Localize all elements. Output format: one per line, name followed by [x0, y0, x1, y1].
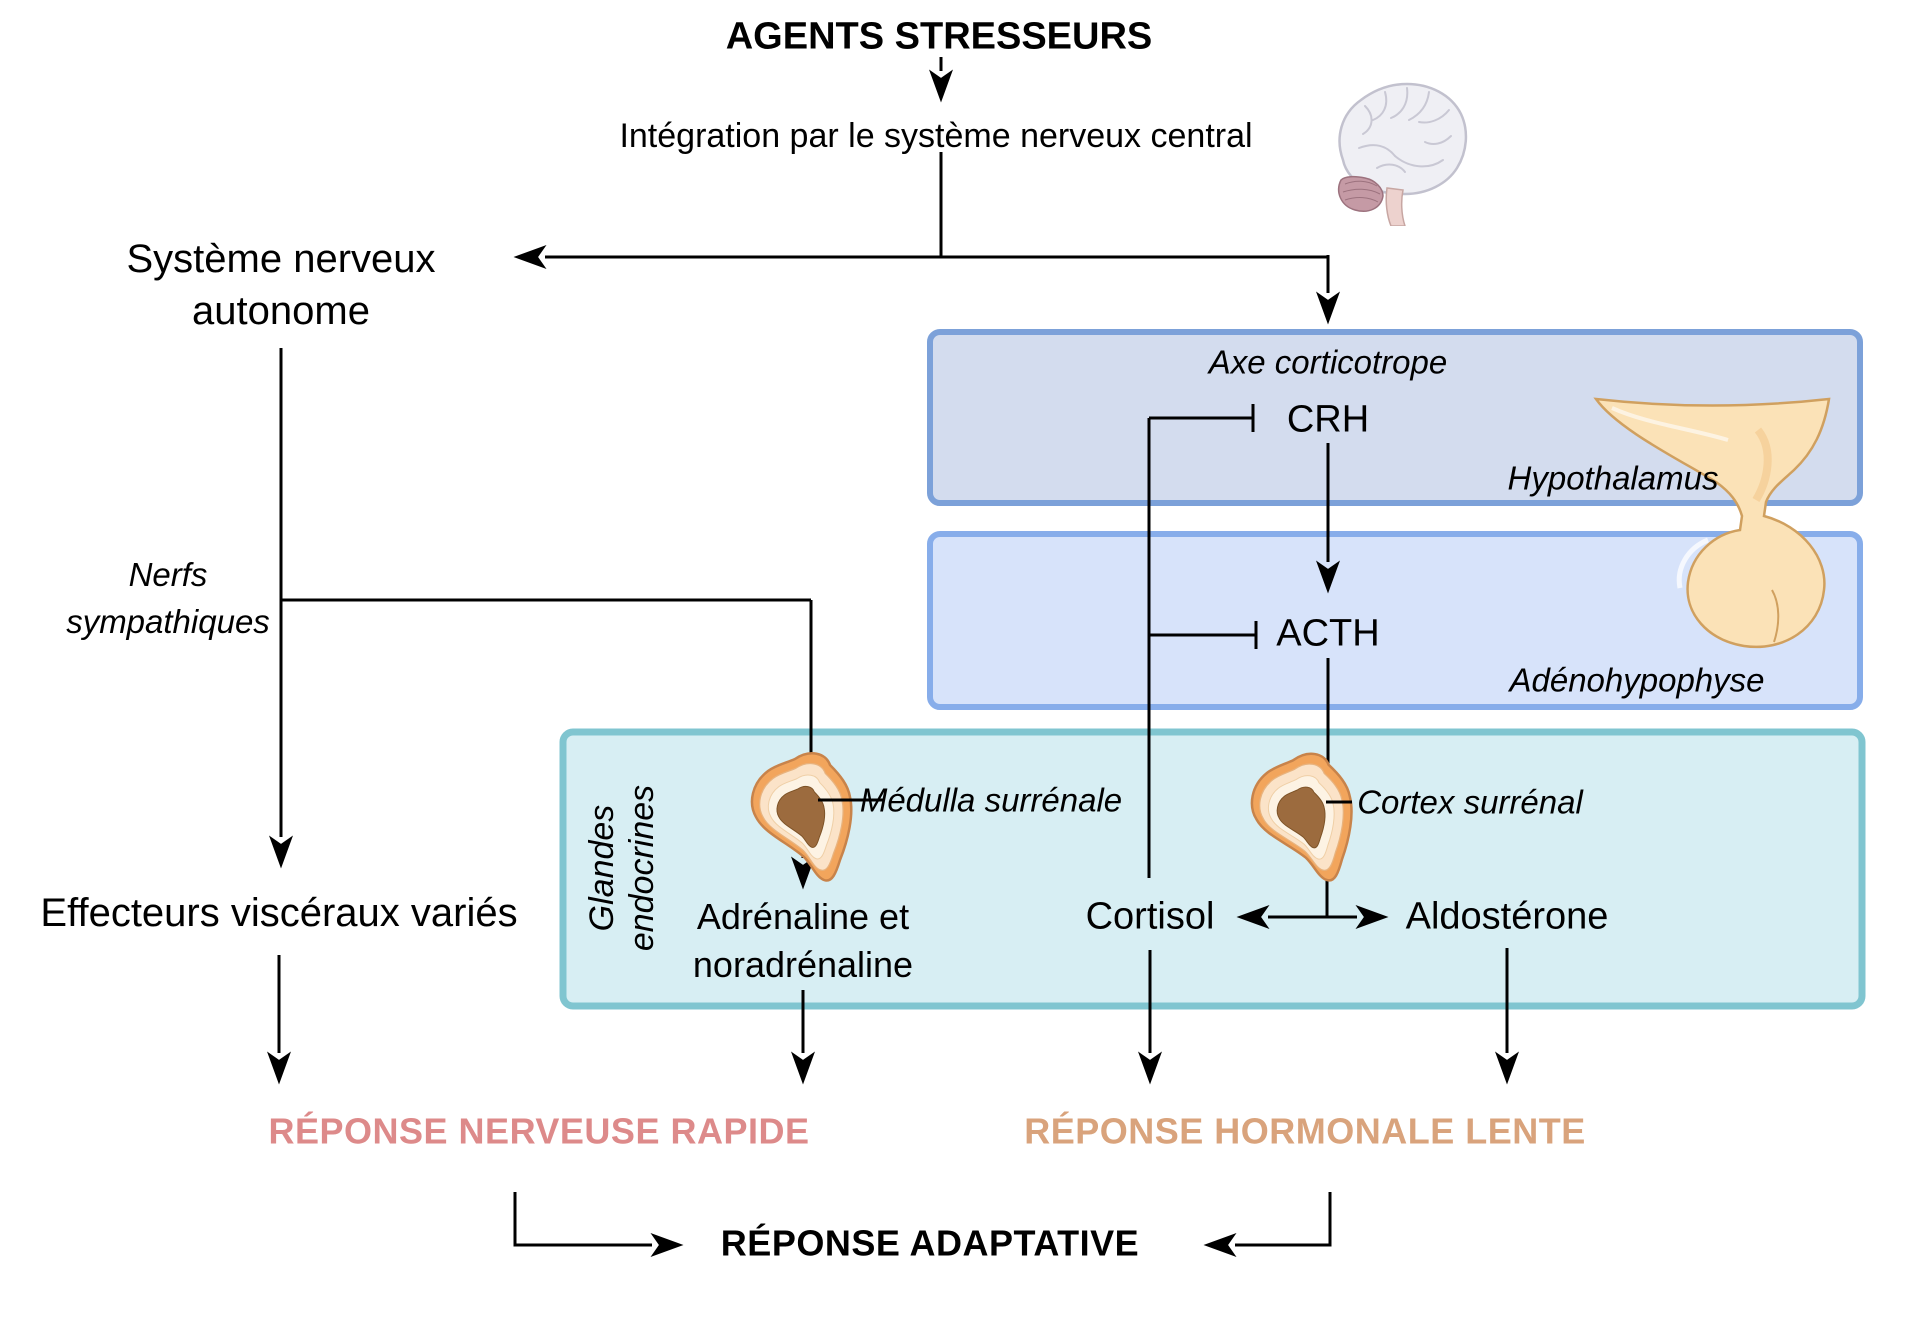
autonomic-line1: Système nerveux [126, 237, 436, 281]
endocrine-line1: Glandes [583, 804, 621, 932]
integration-label: Intégration par le système nerveux centr… [619, 116, 1253, 155]
adenohypophyse-label: Adénohypophyse [1509, 661, 1765, 699]
arrow-fast-to-adaptive [513, 1192, 684, 1257]
connector-lines [267, 57, 1519, 1257]
adrenal-cortex-label: Cortex surrénal [1357, 783, 1583, 821]
autonomic-system-label: Système nerveux autonome [126, 233, 435, 337]
pituitary-gland-icon [1593, 397, 1831, 649]
adrenaline-label: Adrénaline et noradrénaline [693, 893, 913, 989]
hypothalamus-label: Hypothalamus [1507, 459, 1719, 497]
brain-icon [1337, 82, 1468, 226]
cortisol-label: Cortisol [1085, 895, 1215, 938]
endocrine-line2: endocrines [623, 784, 661, 952]
sympathetic-nerves-label: Nerfs sympathiques [66, 551, 270, 645]
slow-hormonal-response-banner: RÉPONSE HORMONALE LENTE [1024, 1110, 1586, 1152]
aldosterone-label: Aldostérone [1405, 895, 1609, 938]
adaptive-response-banner: RÉPONSE ADAPTATIVE [720, 1222, 1140, 1264]
adenohypophyse-box [927, 531, 1863, 710]
acth-label: ACTH [1276, 612, 1380, 655]
crh-label: CRH [1286, 398, 1370, 441]
corticotropic-axis-label: Axe corticotrope [1208, 343, 1448, 381]
adrenaline-line2: noradrénaline [692, 944, 914, 985]
sympathetic-line2: sympathiques [66, 603, 270, 640]
endocrine-glands-label: Glandes endocrines [582, 785, 662, 951]
visceral-effectors-label: Effecteurs viscéraux variés [40, 891, 518, 935]
autonomic-line2: autonome [192, 289, 370, 333]
fast-nervous-response-banner: RÉPONSE NERVEUSE RAPIDE [268, 1110, 810, 1152]
adrenal-medulla-label: Médulla surrénale [859, 781, 1123, 819]
hypothalamus-box [927, 329, 1863, 506]
sympathetic-line1: Nerfs [128, 556, 208, 593]
title-stressors: AGENTS STRESSEURS [725, 15, 1153, 58]
adrenaline-line1: Adrénaline et [696, 896, 910, 937]
arrow-slow-to-adaptive [1203, 1192, 1332, 1257]
endocrine-glands-box [559, 728, 1866, 1010]
